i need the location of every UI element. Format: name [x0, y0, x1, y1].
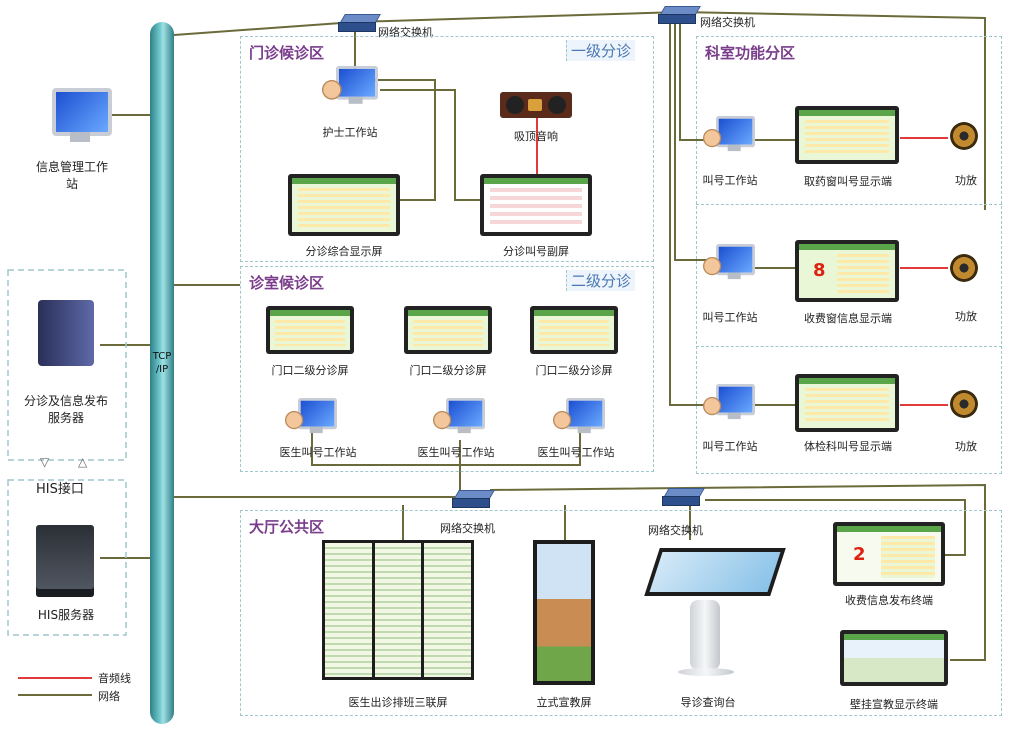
door-screen-label-3: 门口二级分诊屏 — [535, 364, 613, 377]
zone-dept-title: 科室功能分区 — [702, 42, 799, 63]
fee-terminal-label: 收费信息发布终端 — [845, 594, 933, 607]
zone-consult — [240, 266, 654, 472]
call-ws-label-1: 叫号工作站 — [702, 174, 758, 187]
switch-label-bottom-right: 网络交换机 — [648, 524, 703, 537]
doctor-ws-label-2: 医生叫号工作站 — [417, 446, 495, 459]
amp-speaker-icon — [950, 122, 978, 150]
switch-icon — [338, 14, 381, 32]
left-box-upper — [7, 269, 127, 461]
vertical-screen-label: 立式宣教屏 — [536, 696, 592, 709]
wire-hall-fee — [705, 499, 966, 556]
fee-terminal-number: 2 — [853, 544, 866, 565]
dept-display-label-3: 体检科叫号显示端 — [804, 440, 892, 453]
zone-hall — [240, 510, 1002, 716]
switch-icon — [658, 6, 701, 24]
ceiling-speaker-icon — [500, 92, 572, 118]
dept-display-2: 8 — [795, 240, 899, 302]
triage-display-label: 分诊综合显示屏 — [305, 245, 383, 258]
door-screen-label-2: 门口二级分诊屏 — [409, 364, 487, 377]
amp-label-2: 功放 — [955, 310, 977, 323]
wire-ws-1 — [311, 430, 465, 466]
zone-outpatient-title: 门诊候诊区 — [246, 42, 328, 63]
fee-window-number: 8 — [813, 260, 826, 281]
nurse-ws-label: 护士工作站 — [322, 126, 378, 139]
switch-label-bottom-left: 网络交换机 — [440, 522, 495, 535]
wire-right-feed-2 — [674, 22, 715, 261]
tcp-ip-bus — [150, 22, 174, 724]
vertical-screen-icon — [533, 540, 595, 685]
wall-terminal-label: 壁挂宣教显示终端 — [850, 698, 938, 711]
zone-outpatient — [240, 36, 654, 262]
zone-dept-divider — [696, 204, 1002, 205]
dept-display-1 — [795, 106, 899, 164]
his-server-label: HIS服务器 — [37, 608, 95, 622]
call-ws-label-2: 叫号工作站 — [702, 311, 758, 324]
dept-display-label-1: 取药窗叫号显示端 — [804, 175, 892, 188]
doctor-ws-label-3: 医生叫号工作站 — [537, 446, 615, 459]
switch-label-top-left: 网络交换机 — [378, 26, 433, 39]
door-screen-3 — [530, 306, 618, 354]
switch-icon — [452, 490, 495, 508]
amp-label-1: 功放 — [955, 174, 977, 187]
kiosk-stand — [690, 600, 720, 670]
amp-speaker-icon — [950, 390, 978, 418]
kiosk-screen-icon — [644, 548, 786, 596]
zone-dept — [696, 36, 1002, 474]
wire-nurse-triage — [370, 79, 436, 201]
wall-terminal-screen — [840, 630, 948, 686]
triage-server-label: 分诊及信息发布 服务器 — [23, 394, 109, 425]
call-sub-display-label: 分诊叫号副屏 — [503, 245, 569, 258]
triple-screen-label: 医生出诊排班三联屏 — [348, 696, 448, 709]
door-screen-1 — [266, 306, 354, 354]
arrow-up-icon: △ — [78, 455, 88, 469]
door-screen-label-1: 门口二级分诊屏 — [271, 364, 349, 377]
his-server-icon — [36, 525, 94, 597]
wire-hall-right — [489, 483, 986, 661]
wire-nurse-sub — [380, 89, 480, 201]
kiosk-base — [678, 668, 734, 676]
dept-display-3 — [795, 374, 899, 432]
triple-screen-icon — [322, 540, 474, 680]
wire-right-feed-3 — [669, 22, 715, 406]
legend-audio-label: 音频线 — [98, 672, 131, 685]
his-interface-label: HIS接口 — [36, 482, 84, 497]
zone-hall-title: 大厅公共区 — [246, 516, 328, 537]
switch-icon — [662, 488, 705, 506]
server-icon — [38, 300, 94, 366]
ceiling-speaker-label: 吸顶音响 — [514, 130, 558, 143]
fee-terminal-screen: 2 — [833, 522, 945, 586]
amp-speaker-icon — [950, 254, 978, 282]
wire-ws-3 — [465, 430, 581, 466]
legend-network-label: 网络 — [98, 690, 120, 703]
zone-outpatient-sub: 一级分诊 — [566, 40, 636, 61]
call-ws-label-3: 叫号工作站 — [702, 440, 758, 453]
left-box-lower — [7, 479, 127, 636]
triage-display-screen — [288, 174, 400, 236]
amp-label-3: 功放 — [955, 440, 977, 453]
switch-label-top-right: 网络交换机 — [700, 16, 755, 29]
zone-dept-divider — [696, 346, 1002, 347]
doctor-ws-label-1: 医生叫号工作站 — [279, 446, 357, 459]
info-ws-label: 信息管理工作 站 — [35, 160, 109, 191]
door-screen-2 — [404, 306, 492, 354]
zone-consult-title: 诊室候诊区 — [246, 272, 328, 293]
dept-display-label-2: 收费窗信息显示端 — [804, 312, 892, 325]
kiosk-label: 导诊查询台 — [680, 696, 736, 709]
arrow-down-icon: ▽ — [40, 455, 50, 469]
bus-label: TCP /IP — [152, 351, 172, 375]
call-sub-display-screen — [480, 174, 592, 236]
zone-consult-sub: 二级分诊 — [566, 270, 636, 291]
